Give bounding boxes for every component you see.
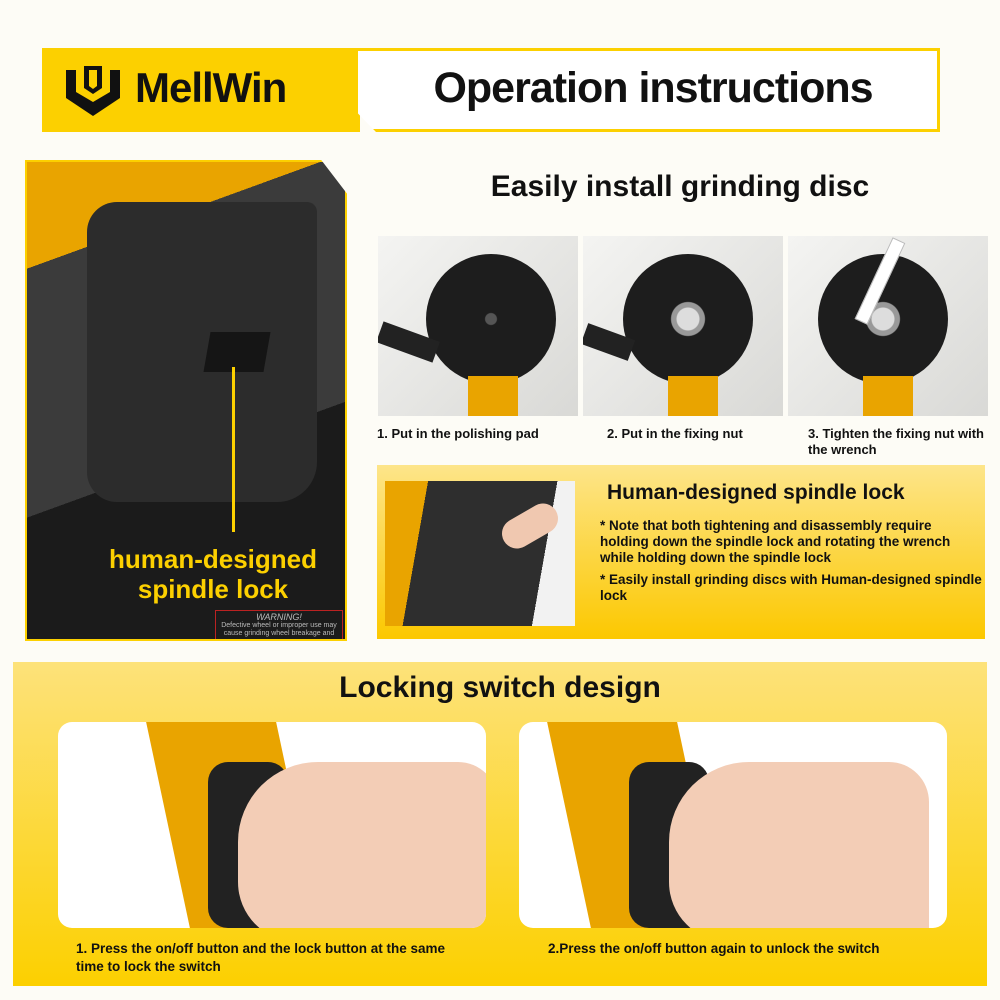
spindle-lock-bullet-2: * Easily install grinding discs with Hum… xyxy=(600,572,982,603)
step-1-caption: 1. Put in the polishing pad xyxy=(377,426,539,441)
step-3-photo xyxy=(788,236,988,416)
gear-head-shape xyxy=(87,202,317,502)
spindle-lock-heading: Human-designed spindle lock xyxy=(607,481,905,504)
page-title: Operation instructions xyxy=(433,64,873,112)
body-shape xyxy=(668,376,718,416)
step-3-caption: 3. Tighten the fixing nut with the wrenc… xyxy=(808,426,984,457)
body-shape xyxy=(468,376,518,416)
spindle-lock-label: human-designed spindle lock xyxy=(60,544,366,604)
install-heading: Easily install grinding disc xyxy=(490,170,870,203)
brand-name: MellWin xyxy=(135,64,287,111)
fixing-nut-disc-shape xyxy=(623,254,753,384)
unlock-caption: 2.Press the on/off button again to unloc… xyxy=(548,941,880,956)
spindle-lock-bullet-1: * Note that both tightening and disassem… xyxy=(600,518,951,565)
unlock-switch-photo xyxy=(519,722,947,928)
step-1-photo xyxy=(378,236,578,416)
lock-switch-photo xyxy=(58,722,486,928)
lock-button-shape xyxy=(203,332,271,372)
body-shape xyxy=(863,376,913,416)
label-line-1: human-designed xyxy=(108,544,317,574)
hand-shape xyxy=(238,762,486,928)
warning-text: Defective wheel or improper use may caus… xyxy=(221,622,337,637)
lock-caption: 1. Press the on/off button and the lock … xyxy=(76,941,446,974)
locking-switch-heading: Locking switch design xyxy=(339,671,661,704)
spindle-lock-closeup-photo: WARNING! Defective wheel or improper use… xyxy=(25,160,347,641)
title-banner xyxy=(358,48,940,132)
mellwin-logo-icon xyxy=(66,66,120,116)
step-2-photo xyxy=(583,236,783,416)
hand-shape xyxy=(669,762,929,928)
step-2-caption: 2. Put in the fixing nut xyxy=(607,426,743,441)
label-line-2: spindle lock xyxy=(137,574,289,604)
polishing-pad-shape xyxy=(426,254,556,384)
warning-title: WARNING! xyxy=(256,612,302,622)
finger-shape xyxy=(496,498,564,554)
finger-pressing-lock-photo xyxy=(385,481,575,626)
pointer-line xyxy=(232,367,235,532)
spindle-lock-bullets: * Note that both tightening and disassem… xyxy=(600,518,982,604)
